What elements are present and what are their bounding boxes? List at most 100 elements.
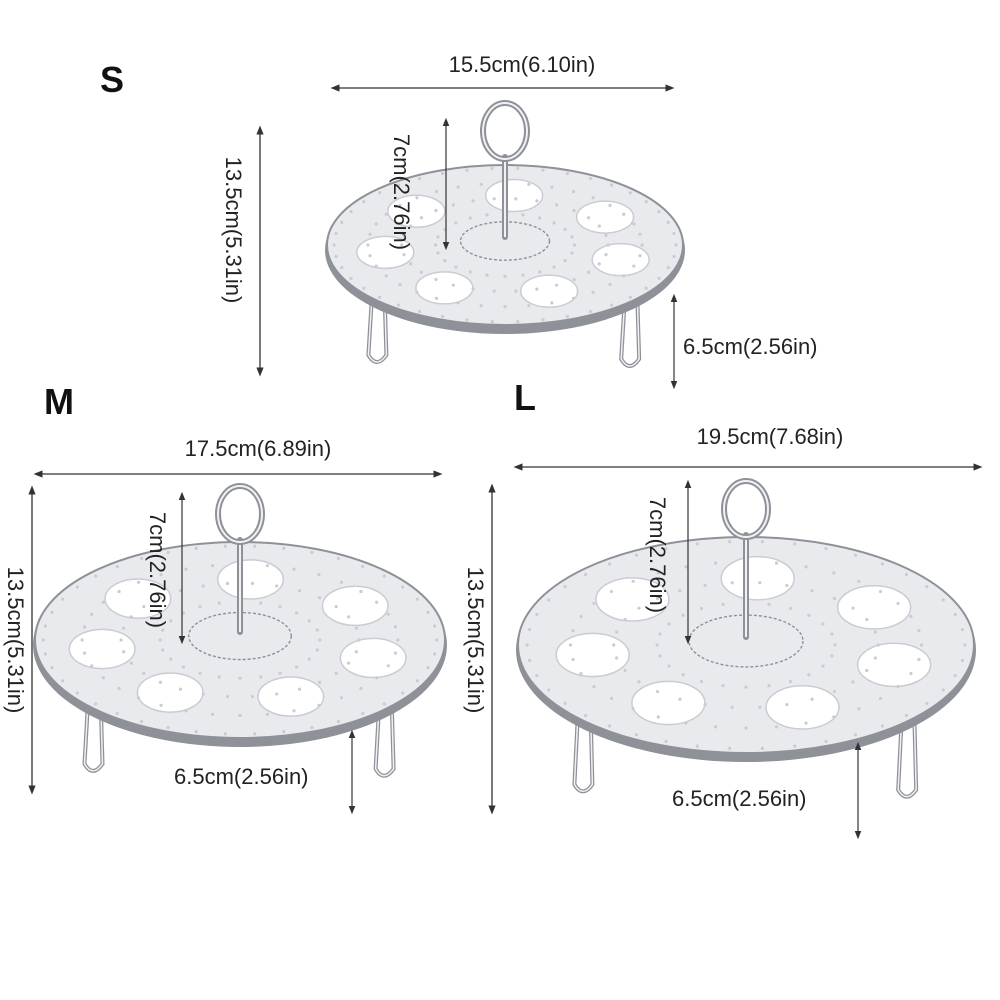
perforation xyxy=(433,624,437,628)
perforation xyxy=(591,290,595,294)
perforation xyxy=(604,233,608,237)
size-label-s: S xyxy=(100,59,124,100)
perforation xyxy=(904,572,909,577)
perforation xyxy=(516,319,520,324)
handle-label-s: 7cm(2.76in) xyxy=(389,134,414,250)
perforation xyxy=(703,702,707,707)
perforation xyxy=(832,571,836,575)
perforation xyxy=(758,581,762,585)
perforation xyxy=(571,296,576,300)
perforation xyxy=(184,709,188,713)
perforation xyxy=(547,688,551,692)
perforation xyxy=(896,601,900,606)
perforation xyxy=(169,657,173,661)
perforation xyxy=(166,725,170,730)
perforation xyxy=(101,676,105,680)
perforation xyxy=(568,643,573,647)
perforation xyxy=(609,696,614,701)
perforation xyxy=(857,579,861,583)
perforation xyxy=(181,665,186,669)
perforation xyxy=(75,585,79,589)
perforation xyxy=(374,264,378,268)
perforation xyxy=(275,692,279,696)
perforation xyxy=(572,277,576,282)
height-label-l: 13.5cm(5.31in) xyxy=(463,567,488,714)
perforation xyxy=(253,732,257,736)
perforation xyxy=(655,689,660,694)
perforation xyxy=(640,243,644,247)
perforation xyxy=(721,602,725,606)
perforation xyxy=(695,542,699,546)
perforation xyxy=(565,171,570,176)
perforation xyxy=(225,694,230,699)
steam-hole xyxy=(575,200,635,234)
perforation xyxy=(896,684,900,689)
perforation xyxy=(366,243,370,247)
steam-hole xyxy=(321,585,389,627)
perforation xyxy=(140,719,144,724)
perforation xyxy=(953,612,957,617)
perforation xyxy=(378,191,382,195)
perforation xyxy=(43,624,47,628)
perforation xyxy=(278,605,282,609)
perforation xyxy=(238,676,242,680)
perforation xyxy=(332,243,336,247)
perforation xyxy=(310,725,314,730)
perforation xyxy=(608,203,612,208)
perforation xyxy=(684,721,688,725)
perforation xyxy=(434,296,439,300)
perforation xyxy=(419,216,424,220)
perforation xyxy=(909,614,913,619)
perforation xyxy=(919,643,924,647)
perforation xyxy=(490,166,494,171)
perforation xyxy=(552,265,556,269)
perforation xyxy=(857,707,861,711)
perforation xyxy=(456,185,460,189)
perforation xyxy=(354,650,358,654)
perforation xyxy=(166,550,170,555)
perforation xyxy=(628,295,632,299)
perforation xyxy=(703,583,707,588)
perforation xyxy=(656,571,660,575)
rack-leg-highlight xyxy=(367,288,388,363)
perforation xyxy=(960,627,965,632)
perforation xyxy=(375,676,379,680)
perforation xyxy=(804,565,808,569)
perforation xyxy=(632,264,636,268)
perforation xyxy=(310,550,314,555)
perforation xyxy=(830,654,834,658)
perforation xyxy=(658,654,662,658)
perforation xyxy=(953,673,957,678)
perforation xyxy=(386,612,390,616)
perforation xyxy=(161,628,165,632)
perforation xyxy=(456,301,460,305)
perforation xyxy=(435,638,439,642)
leg-label-m: 6.5cm(2.56in) xyxy=(174,764,309,789)
perforation xyxy=(684,565,688,569)
perforation xyxy=(451,283,455,287)
perforation xyxy=(634,553,639,557)
perforation xyxy=(606,243,610,247)
perforation xyxy=(415,290,419,294)
perforation xyxy=(417,309,422,314)
perforation xyxy=(454,221,458,225)
perforation xyxy=(136,696,141,700)
perforation xyxy=(225,581,230,586)
perforation xyxy=(527,304,531,308)
perforation xyxy=(468,216,472,220)
steamer-rack-illustration-s xyxy=(325,100,685,368)
perforation xyxy=(637,606,641,610)
perforation xyxy=(436,251,440,255)
perforation xyxy=(368,254,372,258)
perforation xyxy=(865,617,869,622)
perforation xyxy=(334,254,338,259)
perforation xyxy=(315,648,319,652)
perforation xyxy=(853,553,858,557)
perforation xyxy=(217,675,221,679)
perforation xyxy=(681,673,685,677)
perforation xyxy=(538,216,542,220)
steam-hole xyxy=(415,271,474,305)
perforation xyxy=(878,696,883,701)
perforation xyxy=(623,617,627,622)
steam-hole xyxy=(68,628,136,670)
